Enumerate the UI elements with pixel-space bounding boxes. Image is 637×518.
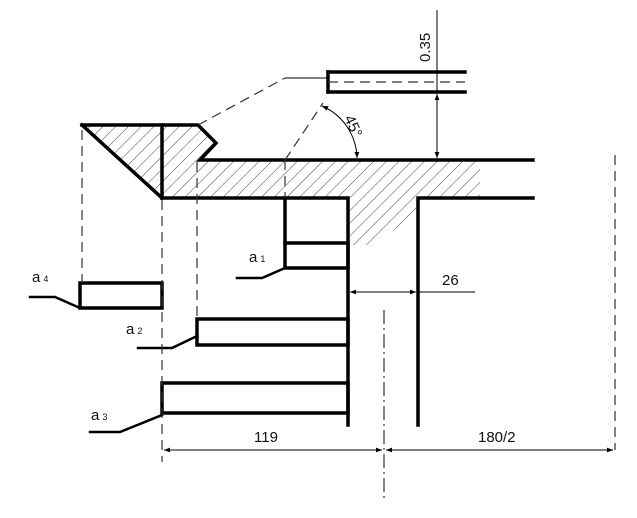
svg-text:0.35: 0.35 (417, 33, 434, 62)
part-outline (79, 122, 535, 427)
hidden-lines (81, 102, 616, 500)
svg-text:26: 26 (442, 272, 459, 289)
weld-layer-a2 (136, 317, 350, 350)
weld-layer-a4 (28, 281, 164, 310)
svg-text:119: 119 (254, 429, 278, 446)
weld-layer-a3 (88, 381, 350, 434)
svg-text:45°: 45° (340, 113, 365, 141)
dimension-thickness: 0.35 (417, 10, 440, 158)
top-strip (197, 70, 467, 126)
hatched-sections (82, 125, 480, 245)
weld-layer-a1 (235, 241, 350, 280)
svg-text:180/2: 180/2 (478, 429, 516, 446)
dimension-angle: 45° (321, 105, 365, 159)
dimension-gap: 26 (350, 272, 475, 295)
dimension-bottom: 119 180/2 (164, 429, 613, 453)
